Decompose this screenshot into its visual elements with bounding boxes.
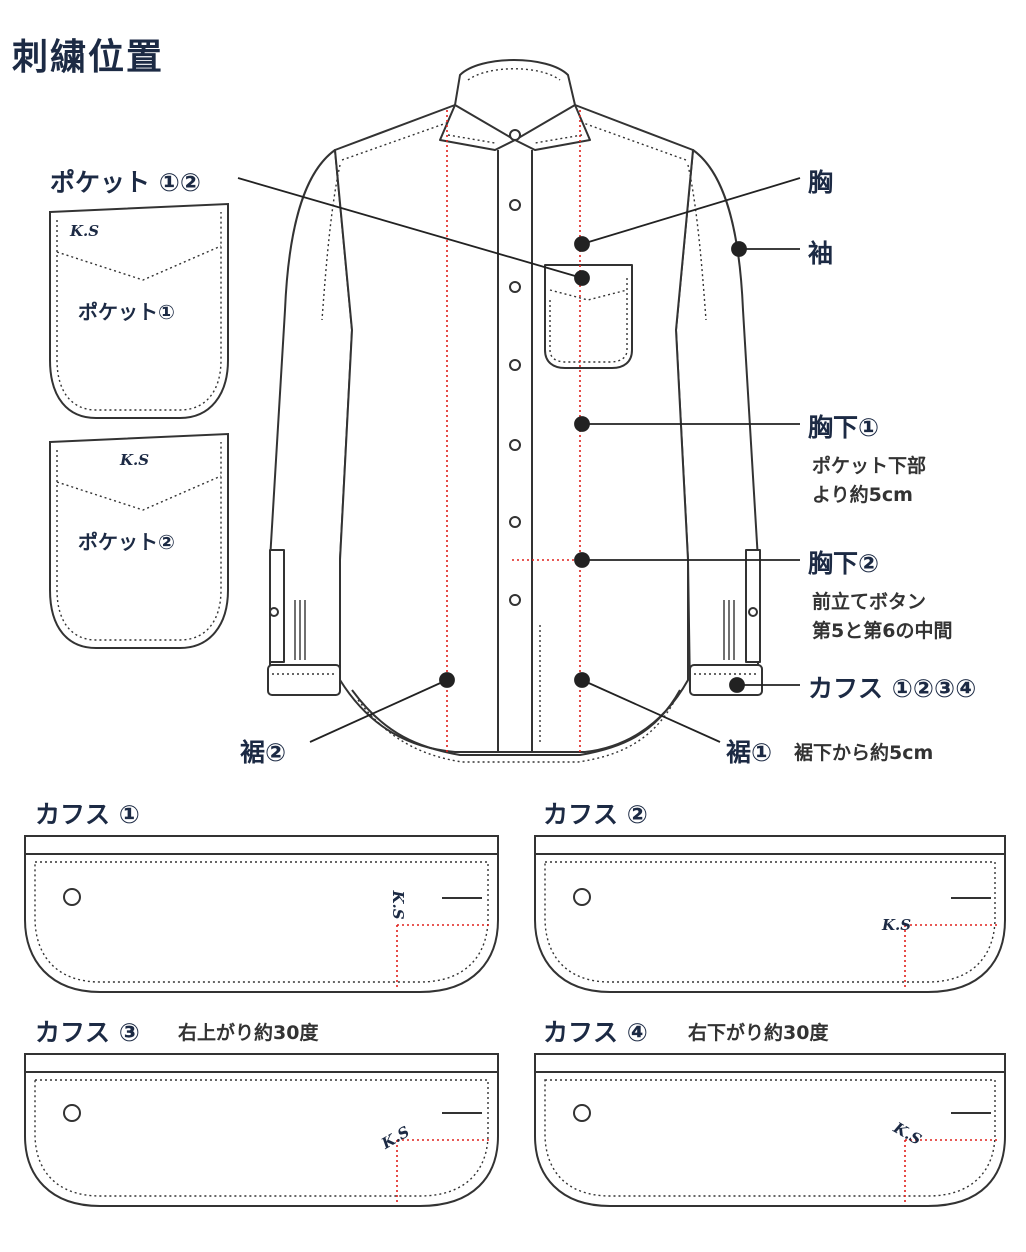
monogram-cuff-2: K.S: [881, 916, 911, 934]
cuff-panel-1: [24, 835, 499, 993]
cuff-4-note: 右下がり約30度: [688, 1022, 829, 1044]
note-hem-1: 裾下から約5cm: [794, 742, 934, 764]
page-title: 刺繍位置: [12, 36, 165, 78]
monogram-pocket-1: K.S: [69, 222, 99, 240]
label-chest: 胸: [808, 168, 834, 197]
button: [509, 281, 521, 293]
button: [748, 607, 758, 617]
buttonhole: [63, 888, 81, 906]
note-line: ポケット下部: [812, 455, 927, 477]
dot-chest-below-2: [574, 552, 590, 568]
dot-pocket: [574, 270, 590, 286]
placket-buttons: [269, 199, 758, 617]
dot-hem-2: [439, 672, 455, 688]
button: [509, 199, 521, 211]
pocket-1-label: ポケット①: [78, 300, 175, 324]
label-hem-2: 裾②: [240, 738, 287, 767]
note-line: 第5と第6の中間: [812, 620, 953, 642]
cuff-4-label: カフス ④: [543, 1018, 648, 1047]
button: [509, 516, 521, 528]
label-chest-below-2: 胸下②: [808, 549, 880, 578]
button: [509, 359, 521, 371]
cuff-panel-4: [534, 1053, 1006, 1207]
cuff-panel-3: [24, 1053, 499, 1207]
dot-sleeve: [731, 241, 747, 257]
cuff-3-note: 右上がり約30度: [178, 1022, 319, 1044]
button: [509, 439, 521, 451]
note-chest-below-2: 前立てボタン 第5と第6の中間: [812, 588, 952, 646]
cuff-1-label: カフス ①: [35, 800, 140, 829]
pocket-detail-2: [49, 432, 229, 649]
monogram-cuff-1: K.S: [389, 889, 407, 919]
note-line: より約5cm: [812, 484, 913, 506]
label-pocket: ポケット ①②: [50, 168, 202, 197]
button: [509, 594, 521, 606]
cuff-2-label: カフス ②: [543, 800, 648, 829]
cuff-3-label: カフス ③: [35, 1018, 140, 1047]
shirt-drawing: [267, 59, 763, 763]
cuff-guides: [396, 924, 1000, 1204]
dot-chest-below-1: [574, 416, 590, 432]
buttonhole: [573, 888, 591, 906]
label-cuffs: カフス ①②③④: [808, 674, 977, 703]
leaders: [237, 177, 801, 743]
note-line: 前立てボタン: [812, 591, 927, 613]
monogram-pocket-2: K.S: [119, 451, 149, 469]
buttonhole: [573, 1104, 591, 1122]
pocket-detail-1: [49, 202, 229, 419]
cuff-panel-2: [534, 835, 1006, 993]
dot-chest: [574, 236, 590, 252]
dot-hem-1: [574, 672, 590, 688]
button: [269, 607, 279, 617]
label-chest-below-1: 胸下①: [808, 413, 880, 442]
buttonhole: [63, 1104, 81, 1122]
chest-pocket: [544, 264, 633, 369]
dot-cuffs: [729, 677, 745, 693]
label-sleeve: 袖: [808, 239, 834, 268]
note-chest-below-1: ポケット下部 より約5cm: [812, 452, 926, 510]
left-cuff: [267, 664, 341, 696]
right-cuff: [689, 664, 763, 696]
pocket-2-label: ポケット②: [78, 530, 175, 554]
label-hem-1: 裾①: [726, 738, 773, 767]
